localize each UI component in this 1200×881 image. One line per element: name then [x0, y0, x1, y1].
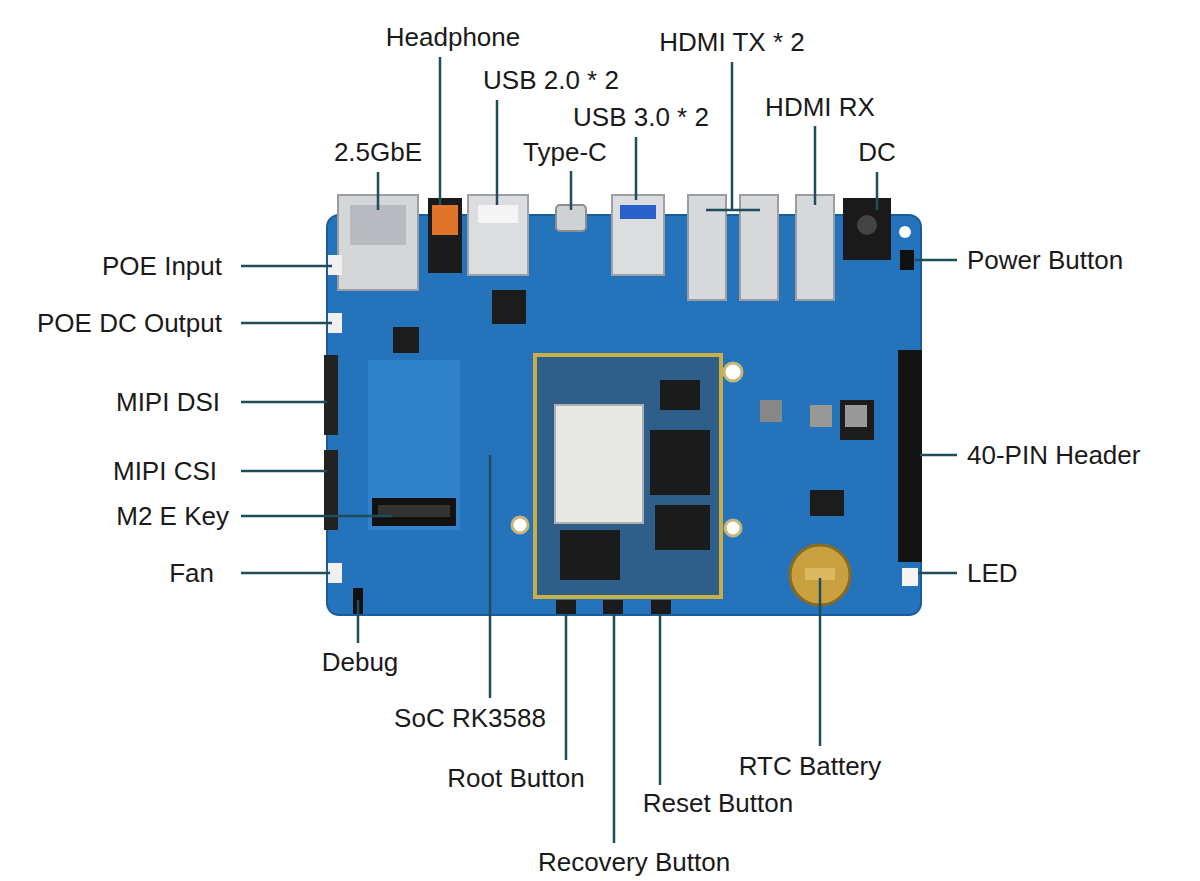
part-label: POE DC Output	[37, 308, 222, 338]
part-label: RTC Battery	[739, 751, 882, 781]
part-label: Reset Button	[643, 788, 793, 818]
part-label: Type-C	[523, 137, 607, 167]
part-label: Root Button	[447, 763, 584, 793]
part-label: DC	[858, 137, 896, 167]
part-label: Debug	[322, 647, 399, 677]
part-label: MIPI DSI	[116, 387, 220, 417]
part-label: MIPI CSI	[113, 456, 217, 486]
part-label: SoC RK3588	[394, 703, 546, 733]
part-label: Power Button	[967, 245, 1123, 275]
leader-lines	[241, 57, 957, 843]
part-label: 2.5GbE	[334, 137, 422, 167]
part-label: Headphone	[386, 22, 520, 52]
part-label: HDMI RX	[765, 92, 875, 122]
part-label: Recovery Button	[538, 847, 730, 877]
part-label: POE Input	[102, 251, 222, 281]
part-label: USB 2.0 * 2	[483, 65, 619, 95]
part-label: 40-PIN Header	[967, 440, 1140, 470]
part-label: Fan	[169, 558, 214, 588]
part-label: USB 3.0 * 2	[573, 102, 709, 132]
part-label: M2 E Key	[116, 501, 229, 531]
part-label: LED	[967, 558, 1018, 588]
part-label: HDMI TX * 2	[659, 27, 804, 57]
